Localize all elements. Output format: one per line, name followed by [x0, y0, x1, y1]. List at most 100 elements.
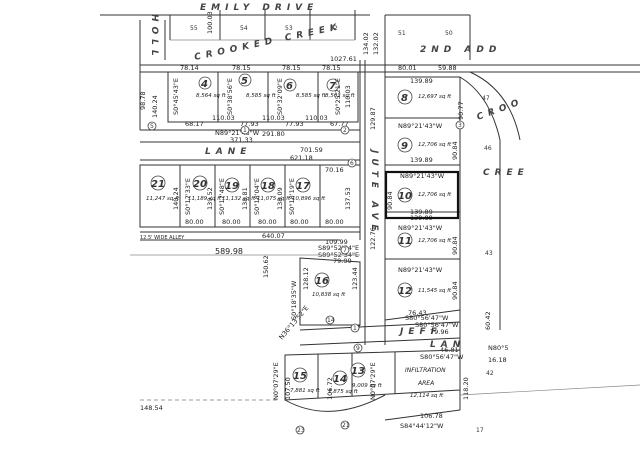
- bearing-n89a: N89°21'43"W: [215, 129, 260, 137]
- dim-1027: 1027.61: [330, 55, 357, 63]
- dim-107: 107.50: [284, 377, 292, 400]
- lot-13[interactable]: 13 9,009 sq ft: [350, 362, 383, 389]
- mid-lane: 371.33 LANE 701.59 621.18: [140, 136, 360, 162]
- lot-7-bearing: S0°25'21"E: [334, 78, 342, 115]
- lot-4-bearing: S0°45'43"E: [172, 78, 180, 115]
- dim-76: 76.43: [408, 309, 427, 317]
- bearing-s80a: S80°56'47"W: [405, 314, 449, 322]
- dim-110d: 110.03: [344, 85, 352, 108]
- svg-text:1: 1: [243, 127, 247, 134]
- bearing-n89d: N89°21'43"W: [398, 266, 443, 274]
- dim-138b: 138.09: [276, 187, 284, 210]
- lot-6[interactable]: 6 8,585 sq ft S0°32'09"E 110.03: [276, 78, 328, 122]
- lot-13-area: 9,009 sq ft: [352, 383, 383, 389]
- second-addition-top: 2ND ADD 51 50 134.02 132.02: [362, 14, 501, 60]
- dim-150: 150.62: [262, 255, 270, 278]
- dim-80-01: 80.01: [398, 64, 417, 72]
- dim-100: 100.03: [206, 11, 214, 34]
- dim-90d: 90.84: [451, 281, 459, 300]
- lot-21-area: 11,247 sq ft: [146, 196, 180, 202]
- lot-4[interactable]: 4 8,564 sq ft S0°45'43"E 110.03: [172, 76, 235, 122]
- lot-14[interactable]: 14 7,875 sq ft: [328, 370, 359, 395]
- svg-text:11: 11: [398, 236, 412, 247]
- block-lots-17-21: 70.16 80.00 80.00 80.00 80.00 80.00 140.…: [139, 164, 361, 228]
- lot-16-area: 10,838 sq ft: [312, 292, 346, 298]
- jute-ave-label: JUTE AVE: [369, 148, 379, 236]
- dim-78-15b: 78.15: [282, 64, 301, 72]
- dim-148: 148.54: [140, 404, 163, 412]
- lot-12[interactable]: 12 11,545 sq ft: [397, 282, 452, 298]
- dim-138a: 138.81: [241, 187, 249, 210]
- svg-text:9: 9: [356, 345, 360, 352]
- lot-number-53: 53: [285, 25, 293, 32]
- dim-70: 70.16: [325, 166, 344, 174]
- lot-12-area: 11,545 sq ft: [418, 288, 452, 294]
- lot-number-46: 46: [484, 145, 492, 152]
- dim-139b: 139.89: [410, 156, 433, 164]
- svg-text:20: 20: [193, 179, 207, 190]
- dim-80c: 80.00: [258, 218, 277, 226]
- dim-589: 589.98: [215, 247, 243, 256]
- lot-20-area: 11,189 sq ft: [188, 196, 222, 202]
- dim-129: 129.87: [369, 107, 377, 130]
- lot-16[interactable]: 16 10,838 sq ft S0°18'35"W 128.12 123.44…: [262, 255, 361, 326]
- dim-80e: 80.00: [325, 218, 344, 226]
- svg-text:5: 5: [150, 123, 154, 130]
- lot-17[interactable]: 17 10,896 sq ft S0°18'19"E: [288, 177, 326, 215]
- lot-number-55: 55: [190, 25, 198, 32]
- lot-21[interactable]: 21 11,247 sq ft: [146, 175, 180, 202]
- dim-109: 109.99: [325, 238, 348, 246]
- dim-123: 123.44: [351, 267, 359, 290]
- dim-90c: 90.84: [451, 236, 459, 255]
- svg-text:8: 8: [401, 93, 408, 104]
- bearing-s84: S84°44'12"W: [400, 422, 444, 430]
- svg-text:3: 3: [458, 122, 462, 129]
- lot-20[interactable]: 20 11,189 sq ft S0°17'33"E: [184, 175, 222, 215]
- svg-text:6: 6: [286, 81, 293, 92]
- dim-106-78: 106.78: [420, 412, 443, 420]
- jeff-lane: JEFF LAN S80°56'47"W 76.43 S80°56'47"W 7…: [299, 309, 509, 364]
- svg-text:23: 23: [297, 427, 305, 434]
- dim-60: 60.42: [484, 311, 492, 330]
- lot-18[interactable]: 18 11,075 sq ft S0°18'04"E: [253, 177, 291, 215]
- dim-78-15a: 78.15: [232, 64, 251, 72]
- lot-7[interactable]: 7 8,563 sq ft S0°25'21"E 110.03: [325, 78, 356, 115]
- svg-text:18: 18: [261, 181, 275, 192]
- dim-132: 132.02: [372, 32, 380, 55]
- lot-8[interactable]: 8 12,697 sq ft: [397, 89, 452, 105]
- lot-number-54: 54: [240, 25, 248, 32]
- lot-15-area: 7,881 sq ft: [290, 388, 321, 394]
- svg-text:2: 2: [343, 127, 347, 134]
- dim-79-96: 79.96: [430, 328, 449, 336]
- lot-5[interactable]: 5 8,585 sq ft S0°38'56"E 110.03: [226, 73, 285, 122]
- lot-18-bearing: S0°18'04"E: [253, 178, 261, 215]
- svg-text:5: 5: [241, 76, 248, 87]
- lot-5-area: 8,585 sq ft: [246, 93, 277, 99]
- svg-text:19: 19: [225, 181, 239, 192]
- block-4-7-dims: 68.17 77.93 77.93 67.77 N89°21'43"W 291.…: [185, 120, 349, 138]
- second-add-label: 2ND ADD: [420, 45, 501, 55]
- dim-78-14: 78.14: [180, 64, 199, 72]
- lot-11[interactable]: 11 12,706 sq ft: [397, 232, 452, 248]
- dim-110b: 110.03: [262, 114, 285, 122]
- lot-19[interactable]: 19 11,132 sq ft S0°17'48"E: [218, 177, 256, 215]
- lot-15[interactable]: 15 7,881 sq ft: [290, 367, 321, 394]
- dim-122: 122.76: [369, 227, 377, 250]
- lot-number-47: 47: [482, 95, 490, 102]
- dim-59-88: 59.88: [438, 64, 457, 72]
- lot-9[interactable]: 9 12,706 sq ft: [397, 137, 452, 153]
- infiltration-area[interactable]: INFILTRATION AREA 12,114 sq ft: [405, 367, 446, 399]
- dim-80b: 80.00: [222, 218, 241, 226]
- jeff-label: JEFF: [398, 327, 442, 337]
- lane-lower-label: LAN: [430, 340, 465, 350]
- alley-label: 12.5' WIDE ALLEY: [140, 235, 185, 241]
- lot-17-area: 10,896 sq ft: [292, 196, 326, 202]
- lot-6-area: 8,585 sq ft: [296, 93, 327, 99]
- lot-8-area: 12,697 sq ft: [418, 94, 452, 100]
- crooked-creek-road: CROOKED CREEK 78.14 78.15 78.15 78.15 10…: [140, 22, 640, 73]
- lot-10-highlighted[interactable]: 10 12,706 sq ft N89°21'43"W 139.89 90.84: [384, 170, 460, 220]
- lot-19-bearing: S0°17'48"E: [218, 178, 226, 215]
- dim-140-2: 140.24: [151, 95, 159, 118]
- lot-number-50: 50: [445, 30, 453, 37]
- svg-text:17: 17: [296, 181, 310, 192]
